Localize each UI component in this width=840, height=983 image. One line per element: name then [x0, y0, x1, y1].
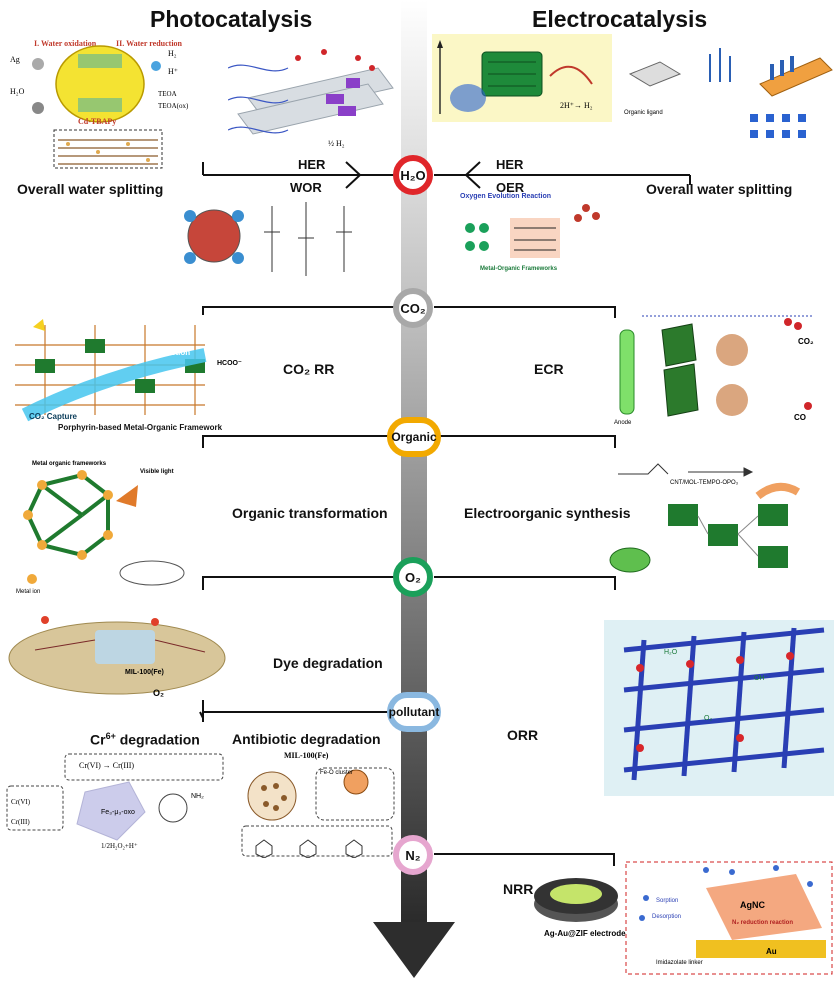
text-hcoo: HCOO⁻ — [217, 360, 242, 367]
axis-shaft — [401, 0, 427, 925]
label-ecr: ECR — [534, 361, 564, 377]
svg-text:MIL-100(Fe): MIL-100(Fe) — [125, 669, 164, 676]
panel-electroorganic: CNT/MOL-TEMPO-OPO₃ — [609, 463, 801, 573]
svg-text:CO₂: CO₂ — [798, 337, 814, 346]
panel-antibiotic: MIL-100(Fe) Fe-O cluster — [241, 751, 395, 858]
panel-nrr: Ag-Au@ZIF electrode AgNC N₂ reduction re… — [534, 861, 833, 975]
svg-text:TEOA(ox): TEOA(ox) — [158, 102, 189, 110]
panel-oer: Oxygen Evolution Reaction Metal-Organic … — [460, 193, 600, 272]
text-fe-o-cluster: Fe-O cluster — [320, 770, 353, 776]
node-h2o: H₂O — [393, 155, 433, 195]
node-organic: Organic — [387, 417, 441, 457]
label-dye-degradation: Dye degradation — [273, 655, 383, 671]
svg-text:OH⁻: OH⁻ — [754, 675, 769, 682]
text-n2-reduction: N₂ reduction reaction — [732, 920, 793, 926]
text-mof-label: Metal-Organic Frameworks — [480, 266, 558, 272]
svg-text:O₂: O₂ — [153, 688, 164, 698]
svg-text:2H⁺→ H₂: 2H⁺→ H₂ — [560, 101, 593, 110]
svg-text:1/2H₂O₂+H⁺: 1/2H₂O₂+H⁺ — [101, 842, 138, 850]
svg-text:Organic ligand: Organic ligand — [624, 110, 663, 116]
svg-text:CNT/MOL-TEMPO-OPO₃: CNT/MOL-TEMPO-OPO₃ — [670, 480, 739, 486]
svg-text:½ H₂: ½ H₂ — [328, 139, 345, 148]
label-antibiotic-degradation: Antibiotic degradation — [232, 731, 381, 747]
panel-mof-array: Organic ligand — [624, 48, 833, 138]
label-her-right: HER — [496, 157, 524, 172]
text-ag-au-zif: Ag-Au@ZIF electrode — [544, 929, 626, 938]
text-reduction: Reduction — [151, 348, 190, 357]
node-o2: O₂ — [393, 557, 433, 597]
svg-text:Cr(VI) → Cr(III): Cr(VI) → Cr(III) — [79, 761, 134, 770]
label-co2rr: CO₂ RR — [283, 361, 335, 377]
label-wor: WOR — [290, 180, 322, 195]
panel-cd-tbapy: I. Water oxidation II. Water reduction A… — [10, 39, 189, 169]
svg-text:Ag: Ag — [10, 55, 20, 64]
label-overall-water-splitting-right: Overall water splitting — [646, 181, 793, 197]
node-pollutant: pollutant — [387, 692, 441, 732]
organic-connector — [202, 435, 616, 448]
text-imidazolate: Imidazolate linker — [656, 960, 703, 966]
text-water-oxidation: I. Water oxidation — [34, 39, 97, 48]
panel-orr: H₂O OH⁻ O₂ — [604, 620, 834, 796]
header-photocatalysis: Photocatalysis — [150, 6, 313, 32]
co2-connector — [202, 306, 616, 318]
label-overall-water-splitting-left: Overall water splitting — [17, 181, 164, 197]
svg-text:H⁺: H⁺ — [168, 67, 178, 76]
panel-stacked-layers: ½ H₂ — [228, 49, 394, 148]
svg-text:CO: CO — [794, 413, 806, 422]
text-au: Au — [766, 947, 777, 956]
text-mof-frameworks: Metal organic frameworks — [32, 461, 107, 467]
h2o-connector — [202, 161, 691, 189]
text-sorption: Sorption — [656, 898, 678, 904]
node-co2: CO₂ — [393, 288, 433, 328]
label-oer: OER — [496, 180, 525, 195]
panel-cr-degradation: Cr(VI) → Cr(III) Cr(VI) Cr(III) Fe₃-μ₃-o… — [6, 753, 224, 850]
svg-text:TEOA: TEOA — [158, 90, 177, 98]
label-her-left: HER — [298, 157, 326, 172]
svg-text:H₂O: H₂O — [10, 87, 25, 96]
svg-text:NH₂: NH₂ — [191, 793, 204, 800]
o2-connector — [202, 576, 616, 590]
text-metal-ion: Metal ion — [16, 589, 40, 595]
n2-connector — [434, 853, 615, 866]
text-visible-light: Visible light — [140, 469, 174, 475]
label-organic-transformation: Organic transformation — [232, 505, 388, 521]
text-oer-reaction: Oxygen Evolution Reaction — [460, 193, 551, 200]
label-nrr: NRR — [503, 881, 534, 897]
svg-text:O₂: O₂ — [704, 715, 712, 722]
label-cr-degradation: Cr6+ degradation — [90, 731, 200, 748]
text-cd-tbapy: Cd-TBAPy — [78, 117, 116, 126]
text-desorption: Desorption — [652, 914, 681, 920]
panel-her-electro: 2H⁺→ H₂ — [432, 34, 612, 122]
axis-arrowhead — [373, 922, 455, 978]
header-electrocatalysis: Electrocatalysis — [532, 6, 708, 32]
label-orr: ORR — [507, 727, 539, 743]
label-electroorganic-synthesis: Electroorganic synthesis — [464, 505, 631, 521]
text-agnc: AgNC — [740, 900, 765, 910]
text-anode: Anode — [614, 420, 632, 426]
panel-organic-transform: Metal organic frameworks Visible light M… — [16, 461, 185, 595]
node-n2: N₂ — [393, 835, 433, 875]
svg-text:Cr(III): Cr(III) — [11, 818, 30, 826]
text-mil100: MIL-100(Fe) — [284, 751, 329, 760]
text-water-reduction: II. Water reduction — [116, 39, 183, 48]
panel-ecr: Anode CO₂ CO — [614, 315, 814, 426]
svg-text:Cr(VI): Cr(VI) — [11, 798, 31, 806]
svg-text:H₂: H₂ — [168, 49, 177, 58]
text-porphyrin-mof: Porphyrin-based Metal-Organic Framework — [58, 423, 223, 432]
svg-text:Fe₃-μ₃-oxo: Fe₃-μ₃-oxo — [101, 809, 135, 816]
panel-wor-structures — [184, 202, 352, 276]
text-co2-capture: CO₂ Capture — [29, 412, 78, 421]
panel-porphyrin-mof: CO₂ Capture Reduction HCOO⁻ — [5, 315, 245, 425]
pollutant-connector — [199, 700, 388, 722]
svg-text:H₂O: H₂O — [664, 649, 678, 656]
panel-dye-degradation: MIL-100(Fe) O₂ — [8, 616, 226, 698]
